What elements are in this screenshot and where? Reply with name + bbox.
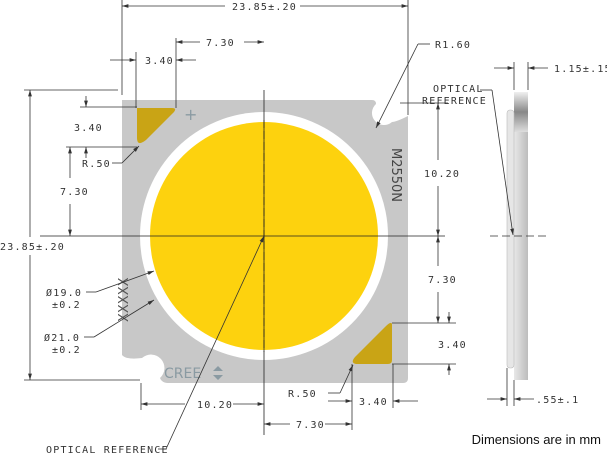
dim-led-diameter-tol: ±0.2	[52, 300, 81, 311]
optical-ref-side-label-2: REFERENCE	[422, 96, 487, 107]
dim-ring-diameter-tol: ±0.2	[52, 345, 81, 356]
anode-pad	[137, 108, 176, 144]
dim-pad-radius-top: R.50	[82, 159, 111, 170]
cathode-pad	[352, 322, 392, 364]
units-note: Dimensions are in mm	[471, 432, 601, 447]
dim-left-center-offset: 7.30	[60, 187, 89, 198]
side-view	[480, 62, 548, 406]
dim-top-pad-width: 3.40	[145, 56, 174, 67]
dim-bottom-center-offset: 7.30	[296, 420, 325, 431]
dim-side-thickness: 1.15±.15	[554, 64, 607, 75]
dim-bottom-pad-width: 3.40	[359, 397, 388, 408]
dim-corner-radius: R1.60	[435, 40, 471, 51]
dim-right-lower: 7.30	[428, 275, 457, 286]
dim-side-dome: .55±.1	[536, 395, 579, 406]
dim-pad-radius-bottom: R.50	[288, 389, 317, 400]
dimension-lines	[24, 0, 456, 450]
part-number: M2550N	[388, 148, 403, 202]
dim-right-upper: 10.20	[424, 169, 460, 180]
optical-ref-side-label-1: OPTICAL	[433, 84, 484, 95]
brand-diamond-icon	[213, 366, 223, 380]
dim-overall-width: 23.85±.20	[232, 2, 297, 13]
dim-led-diameter: Ø19.0	[46, 287, 82, 299]
brand-logo: CREE	[164, 366, 201, 382]
dim-bottom-left: 10.20	[197, 400, 233, 411]
optical-ref-bottom-label: OPTICAL REFERENCE	[46, 445, 169, 455]
dim-overall-height: 23.85±.20	[0, 242, 65, 253]
dim-ring-diameter: Ø21.0	[44, 332, 80, 344]
batch-code: XXXXX	[117, 277, 132, 322]
dim-right-pad-height: 3.40	[438, 340, 467, 351]
dim-left-pad-height: 3.40	[74, 123, 103, 134]
dim-top-center-offset: 7.30	[206, 38, 235, 49]
polarity-mark: +	[184, 105, 197, 124]
